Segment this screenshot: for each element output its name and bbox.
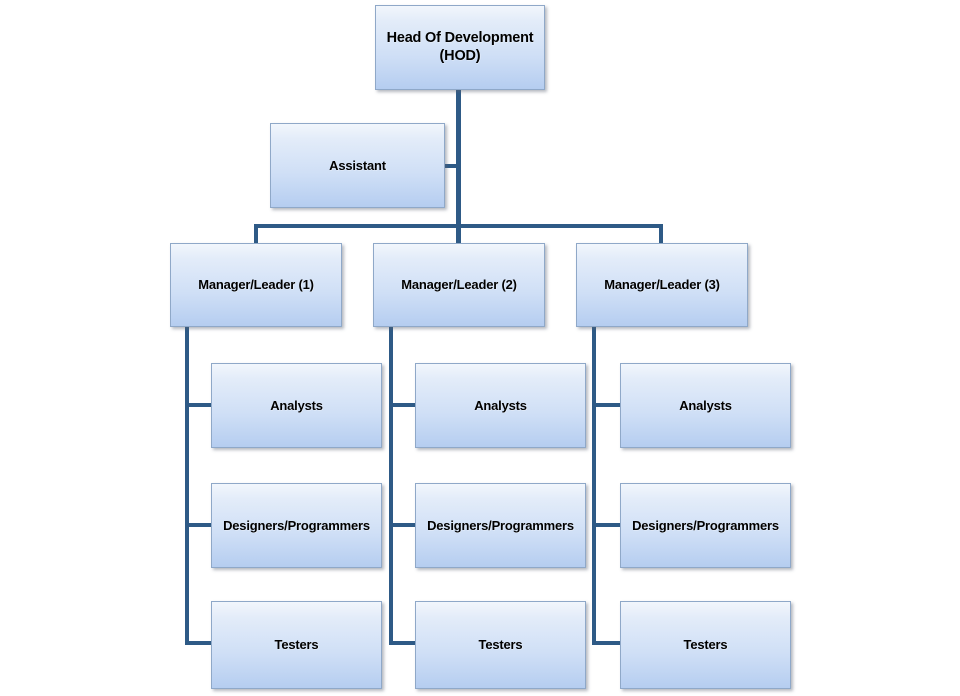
connector-manager2-to-designers — [389, 523, 417, 527]
node-head-of-development[interactable]: Head Of Development(HOD) — [375, 5, 545, 90]
node-testers-2[interactable]: Testers — [415, 601, 586, 689]
node-designers-programmers-3[interactable]: Designers/Programmers — [620, 483, 791, 568]
connector-drop-manager1 — [254, 224, 258, 246]
node-label: Manager/Leader (3) — [604, 277, 720, 293]
connector-drop-manager2 — [456, 224, 461, 246]
node-assistant[interactable]: Assistant — [270, 123, 445, 208]
node-label: Analysts — [679, 397, 732, 413]
connector-manager1-to-designers — [185, 523, 213, 527]
node-analysts-1[interactable]: Analysts — [211, 363, 382, 448]
node-label-line2: (HOD) — [439, 47, 481, 64]
node-label: Testers — [274, 637, 319, 653]
node-label: Analysts — [474, 397, 527, 413]
node-manager-leader-3[interactable]: Manager/Leader (3) — [576, 243, 748, 327]
node-label: Manager/Leader (1) — [198, 277, 314, 293]
node-label: Head Of Development(HOD) — [381, 30, 540, 65]
connector-manager1-to-analysts — [185, 403, 213, 407]
connector-drop-manager3 — [659, 224, 663, 246]
connector-hod-trunk — [456, 90, 461, 227]
connector-manager2-trunk — [389, 326, 393, 645]
node-label: Designers/Programmers — [427, 517, 574, 533]
node-analysts-2[interactable]: Analysts — [415, 363, 586, 448]
connector-manager3-to-testers — [592, 641, 622, 645]
node-label: Manager/Leader (2) — [401, 277, 517, 293]
node-label: Designers/Programmers — [223, 517, 370, 533]
node-analysts-3[interactable]: Analysts — [620, 363, 791, 448]
node-designers-programmers-2[interactable]: Designers/Programmers — [415, 483, 586, 568]
node-label-line1: Head Of Development — [386, 29, 534, 46]
connector-assistant-branch — [444, 164, 460, 168]
connector-manager1-trunk — [185, 326, 189, 645]
node-label: Testers — [478, 637, 523, 653]
node-testers-3[interactable]: Testers — [620, 601, 791, 689]
node-manager-leader-1[interactable]: Manager/Leader (1) — [170, 243, 342, 327]
node-label: Designers/Programmers — [632, 517, 779, 533]
node-label: Assistant — [329, 157, 386, 173]
connector-manager3-trunk — [592, 326, 596, 645]
connector-manager3-to-analysts — [592, 403, 622, 407]
connector-manager1-to-testers — [185, 641, 213, 645]
node-testers-1[interactable]: Testers — [211, 601, 382, 689]
node-label: Analysts — [270, 397, 323, 413]
connector-manager2-to-analysts — [389, 403, 417, 407]
connector-manager3-to-designers — [592, 523, 622, 527]
node-manager-leader-2[interactable]: Manager/Leader (2) — [373, 243, 545, 327]
node-label: Testers — [683, 637, 728, 653]
connector-manager2-to-testers — [389, 641, 417, 645]
node-designers-programmers-1[interactable]: Designers/Programmers — [211, 483, 382, 568]
